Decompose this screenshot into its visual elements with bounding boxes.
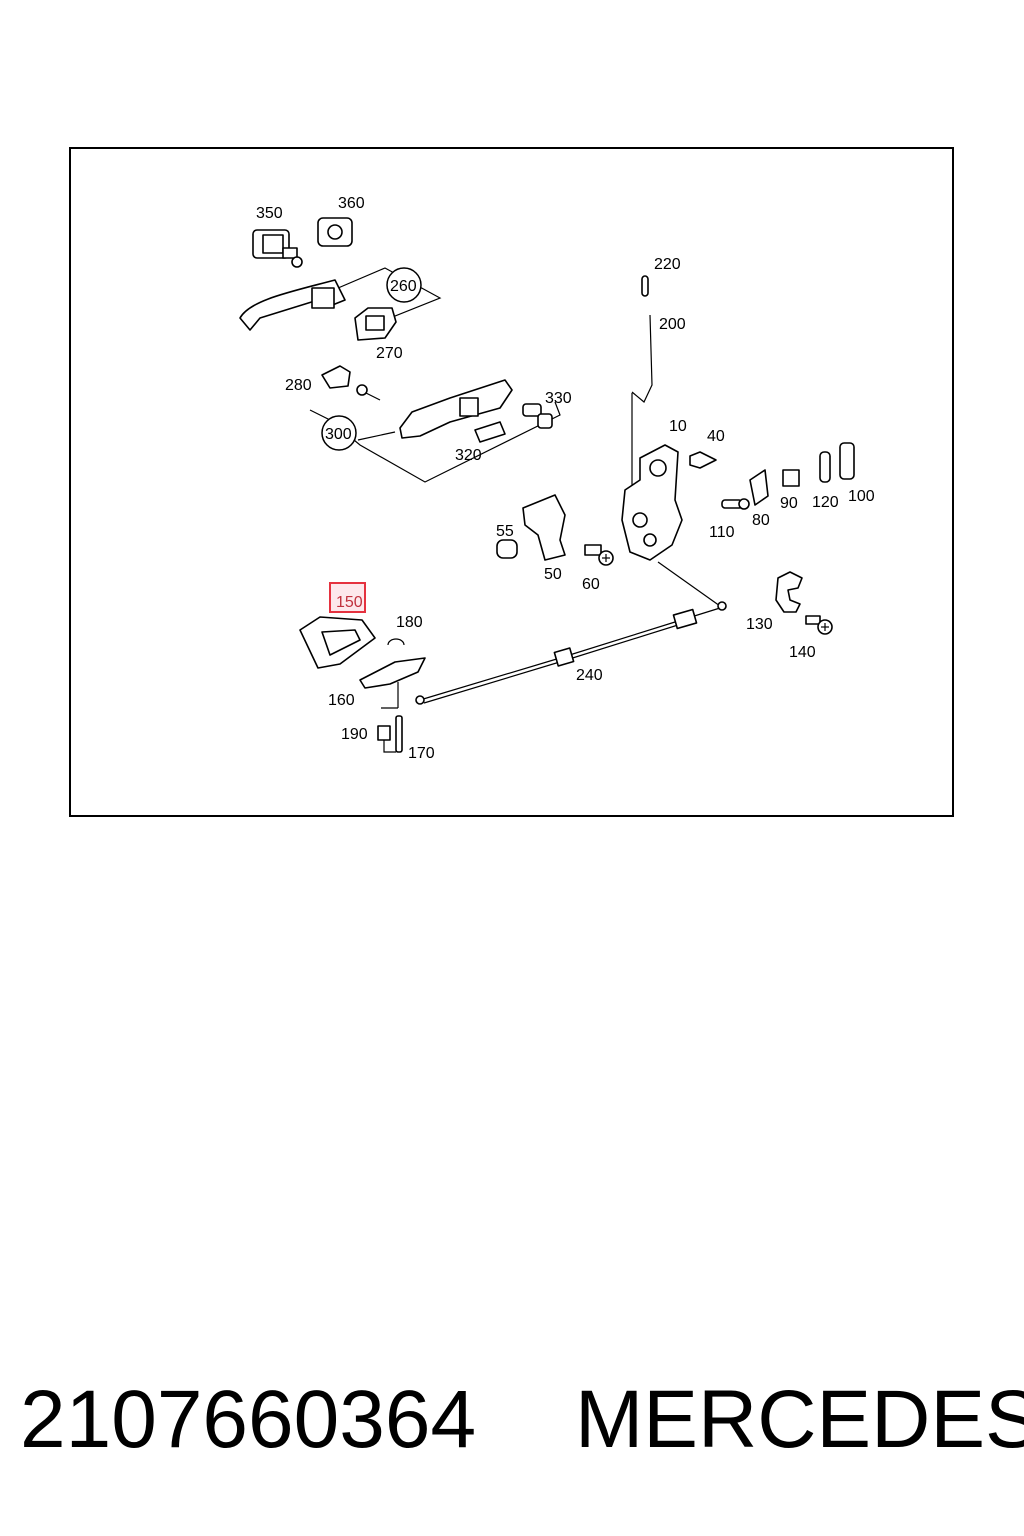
callout-320[interactable]: 320 — [455, 447, 482, 464]
callout-330[interactable]: 330 — [545, 390, 572, 407]
callout-300[interactable]: 300 — [325, 426, 352, 443]
callout-240[interactable]: 240 — [576, 667, 603, 684]
callout-150[interactable]: 150 — [336, 594, 363, 611]
door-lock-10 — [621, 444, 683, 561]
callout-350[interactable]: 350 — [256, 205, 283, 222]
lock-cylinder-350 — [252, 229, 303, 268]
cable-240 — [415, 601, 727, 705]
callout-90[interactable]: 90 — [780, 495, 798, 512]
callout-10[interactable]: 10 — [669, 418, 687, 435]
hook-130 — [775, 571, 803, 613]
outside-handle — [239, 279, 346, 331]
door-rod-200 — [631, 275, 653, 403]
callout-circle-260 — [386, 267, 422, 303]
callout-80[interactable]: 80 — [752, 512, 770, 529]
diagram-frame — [69, 147, 954, 817]
rod-170 — [395, 715, 403, 753]
callout-180[interactable]: 180 — [396, 614, 423, 631]
callout-130[interactable]: 130 — [746, 616, 773, 633]
cap-360 — [317, 217, 353, 247]
callout-labels: 350 360 260 270 220 200 280 330 300 320 … — [256, 195, 875, 762]
brand-name: MERCEDES — [575, 1374, 1024, 1465]
clip-190 — [377, 725, 396, 753]
callout-280[interactable]: 280 — [285, 377, 312, 394]
part-90 — [782, 469, 800, 487]
inside-handle-150 — [299, 616, 376, 669]
part-120 — [819, 451, 831, 483]
screw-60 — [584, 544, 614, 566]
callout-110[interactable]: 110 — [709, 524, 735, 541]
part-100 — [839, 442, 855, 480]
callout-200[interactable]: 200 — [659, 316, 686, 333]
callout-60[interactable]: 60 — [582, 576, 600, 593]
screw-110 — [721, 498, 750, 510]
callout-120[interactable]: 120 — [812, 494, 839, 511]
highlight-box-150 — [329, 582, 366, 613]
clip-180 — [387, 638, 405, 646]
screw-40 — [689, 451, 717, 469]
handle-carrier — [399, 379, 513, 439]
callout-360[interactable]: 360 — [338, 195, 365, 212]
callout-190[interactable]: 190 — [341, 726, 368, 743]
handle-cover-270 — [354, 307, 397, 341]
callout-55[interactable]: 55 — [496, 523, 514, 540]
callout-100[interactable]: 100 — [848, 488, 875, 505]
callout-40[interactable]: 40 — [707, 428, 725, 445]
housing-50 — [522, 494, 566, 561]
callout-260[interactable]: 260 — [390, 278, 417, 295]
bracket-280 — [321, 365, 351, 389]
screw-330 — [522, 403, 553, 429]
lever-160 — [359, 657, 426, 689]
screw-near-280 — [356, 384, 381, 401]
screw-140 — [805, 615, 833, 635]
callout-270[interactable]: 270 — [376, 345, 403, 362]
callout-220[interactable]: 220 — [654, 256, 681, 273]
part-number: 2107660364 — [20, 1374, 477, 1465]
callout-170[interactable]: 170 — [408, 745, 435, 762]
part-80 — [749, 469, 769, 506]
part-320 — [474, 421, 506, 443]
callout-160[interactable]: 160 — [328, 692, 355, 709]
bushing-55 — [496, 539, 518, 559]
callout-140[interactable]: 140 — [789, 644, 816, 661]
callout-circle-300 — [321, 415, 357, 451]
callout-50[interactable]: 50 — [544, 566, 562, 583]
footer: 2107660364 MERCEDES — [0, 1370, 1024, 1470]
